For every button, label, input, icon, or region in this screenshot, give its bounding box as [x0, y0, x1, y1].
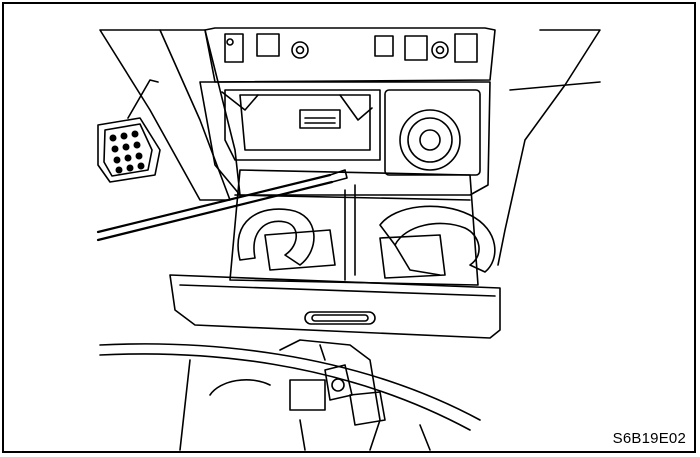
- cupholder-tray: [229, 169, 479, 286]
- power-outlet: [384, 89, 481, 176]
- console-right-panel: [497, 29, 601, 266]
- console-housing: [199, 81, 491, 196]
- lower-console: [99, 339, 481, 451]
- cupholder-front-bezel: [169, 274, 501, 339]
- cupholder-arm-right: [379, 205, 496, 276]
- upper-switch-panel: [204, 27, 496, 83]
- cupholder-arm-left: [237, 208, 315, 266]
- figure-code: S6B19E02: [612, 430, 686, 447]
- accelerator-pedal: [97, 79, 161, 183]
